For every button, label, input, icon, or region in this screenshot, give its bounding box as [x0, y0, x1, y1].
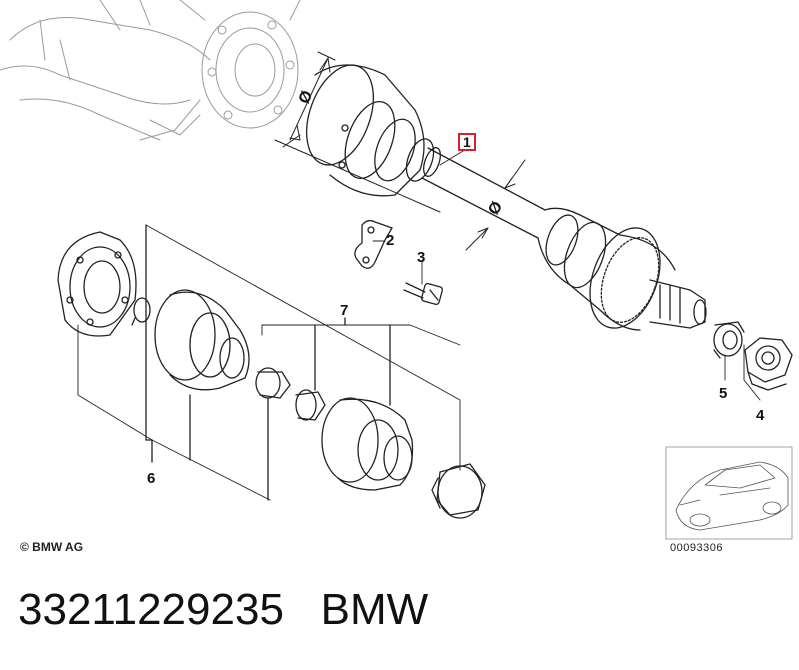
brand-name: BMW	[320, 585, 429, 634]
callout-5-lock-washer[interactable]: 5	[719, 385, 728, 402]
repair-kit-7-group	[261, 317, 486, 519]
bolt-part	[403, 282, 443, 305]
callout-1-drive-shaft[interactable]: 1	[458, 133, 476, 151]
rear-axle-background	[0, 0, 301, 141]
callout-3-bolt[interactable]: 3	[417, 249, 426, 266]
part-caption: 33211229235 BMW	[18, 585, 428, 635]
repair-kit-6-group	[57, 224, 461, 501]
callout-leader-lines	[372, 147, 761, 401]
drive-shaft-assembly	[306, 64, 707, 331]
diameter-dimension-lines	[274, 51, 526, 251]
copyright-notice: © BMW AG	[20, 540, 84, 554]
collar-nut-part	[744, 337, 793, 391]
lock-washer-part	[713, 321, 745, 359]
callout-4-collar-nut[interactable]: 4	[756, 407, 765, 424]
part-number: 33211229235	[18, 585, 284, 634]
callout-7-repair-kit[interactable]: 7	[340, 302, 349, 319]
diameter-symbol-lower: Ø	[485, 199, 506, 219]
callout-6-repair-kit[interactable]: 6	[147, 470, 156, 487]
callout-2-bracket[interactable]: 2	[386, 232, 395, 249]
image-number: 00093306	[670, 542, 723, 554]
bracket-plate-part	[354, 219, 393, 269]
car-thumbnail	[665, 446, 793, 540]
